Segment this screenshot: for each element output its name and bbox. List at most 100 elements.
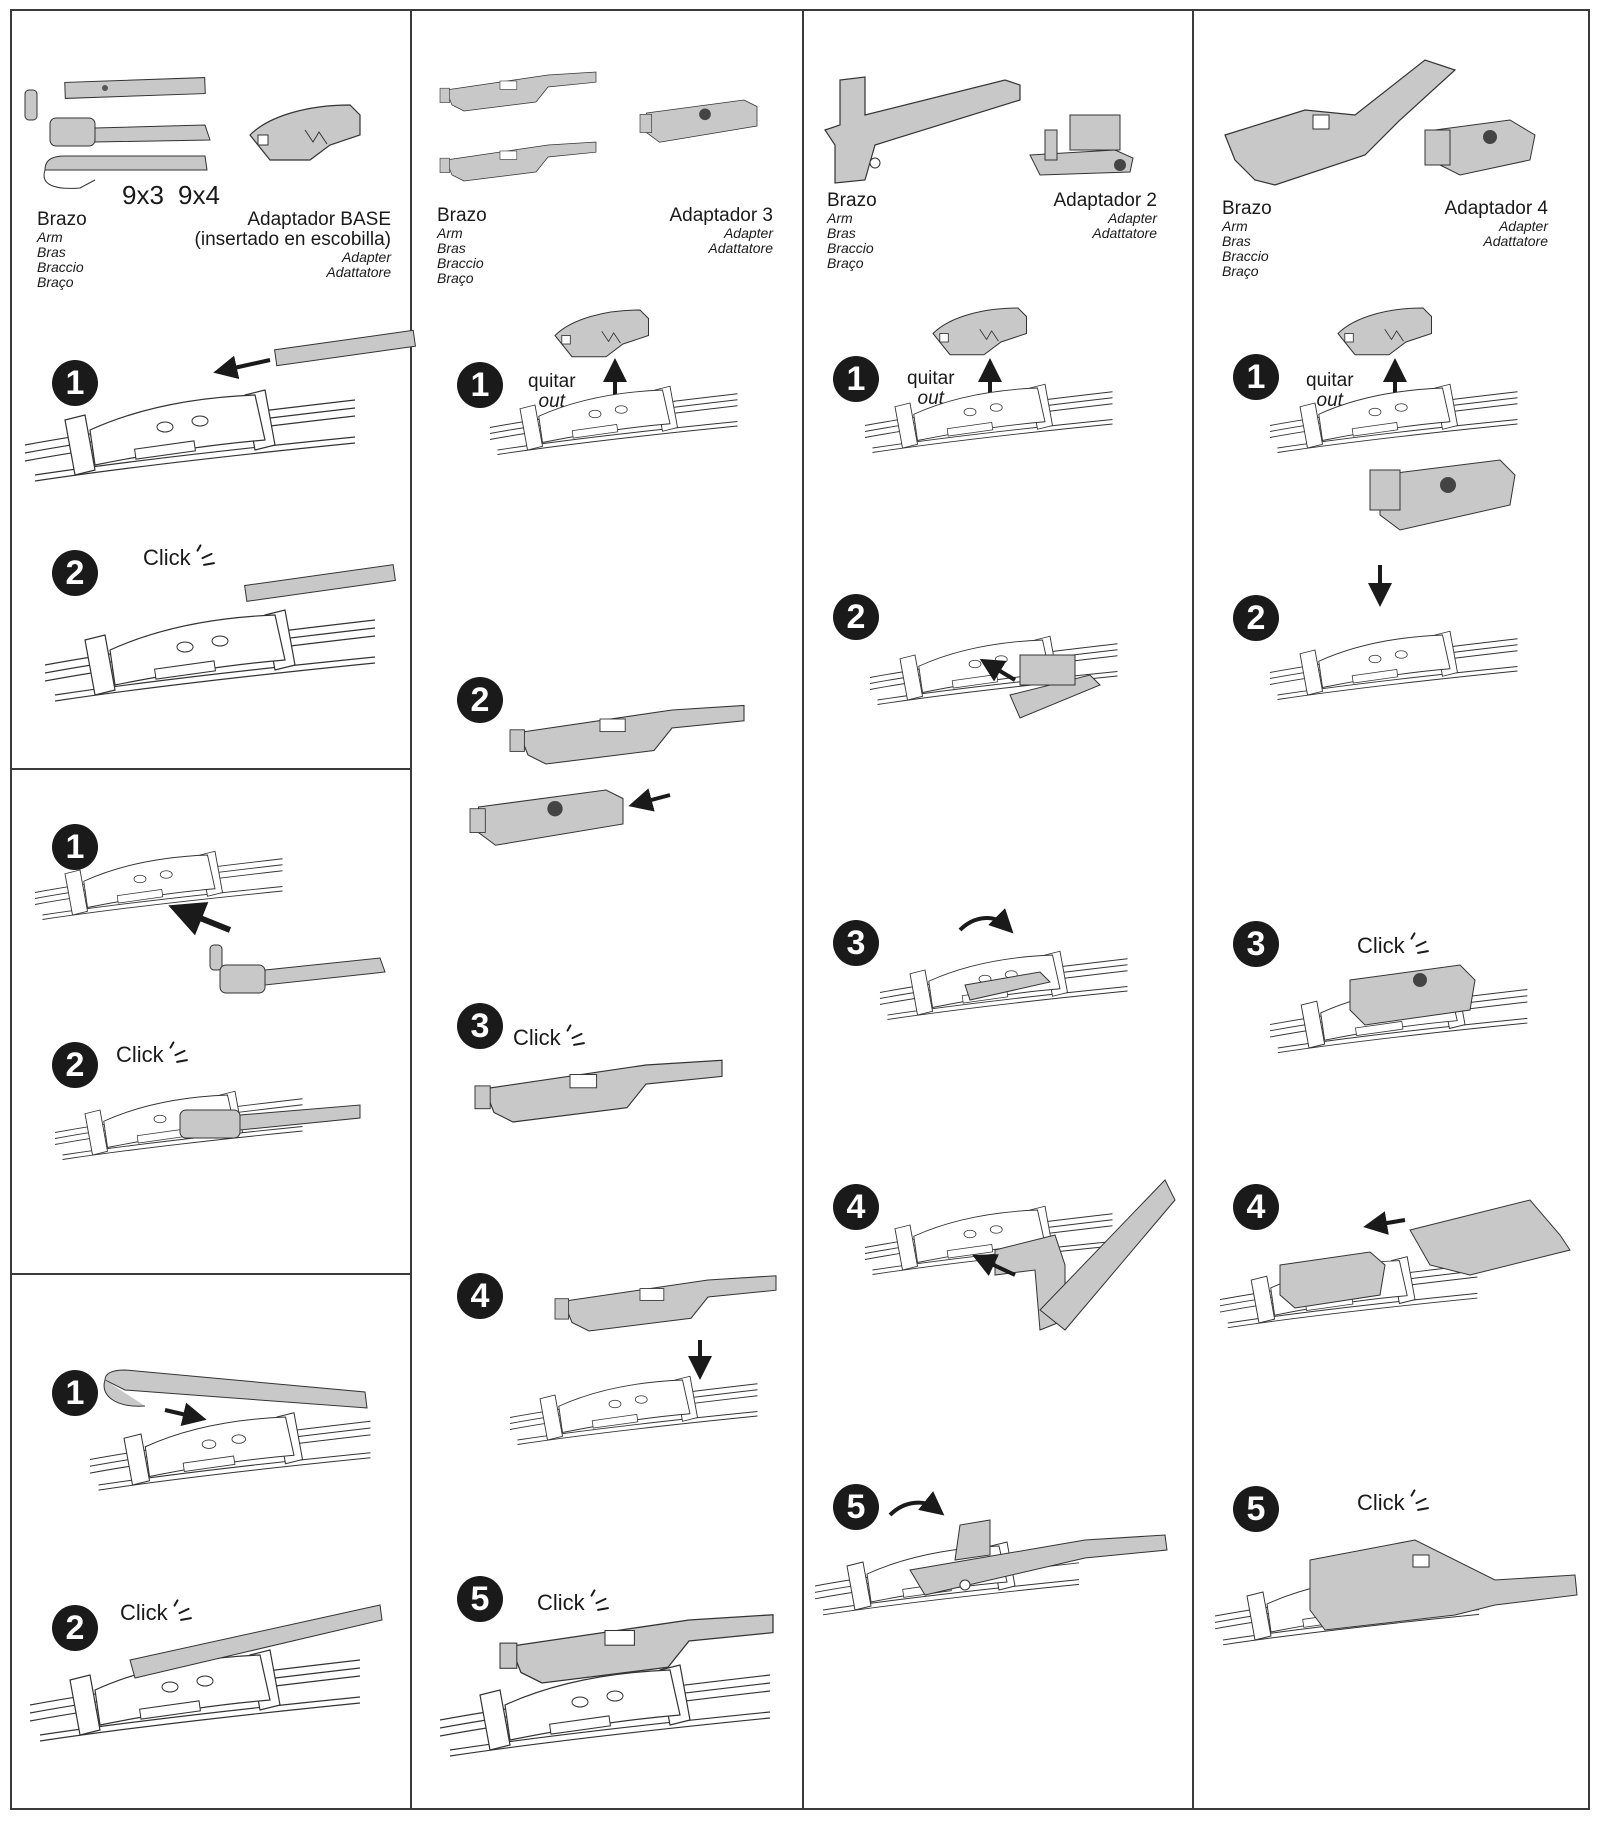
arm-label-fr: Bras xyxy=(827,225,856,241)
section-divider xyxy=(10,1273,411,1275)
adapter-4-illustration xyxy=(1424,119,1536,176)
adapter-label-en: Adapter xyxy=(723,225,773,241)
click-label: Click xyxy=(1357,1490,1405,1515)
click-sound-icon xyxy=(1409,1489,1435,1512)
step-illustration xyxy=(44,564,396,702)
step-illustration xyxy=(509,1275,777,1445)
remove-label-es: quitar xyxy=(1306,370,1354,391)
arm-label-it: Braccio xyxy=(37,259,84,275)
remove-label-en: out xyxy=(917,388,944,409)
adapter-label-it: Adattatore xyxy=(1092,225,1157,241)
step-illustration xyxy=(879,908,1128,1020)
step-illustration xyxy=(489,309,738,455)
arm-label-fr: Bras xyxy=(1222,233,1251,249)
arm-label-fr: Bras xyxy=(37,244,66,260)
click-label: Click xyxy=(143,545,191,570)
step-illustration xyxy=(864,307,1113,453)
step-illustration xyxy=(34,850,386,994)
adapter-label: Adaptador 3 xyxy=(669,205,773,226)
step-badge: 1 xyxy=(52,360,98,406)
step-illustration xyxy=(54,1090,361,1160)
adapter-label: Adaptador 2 xyxy=(1053,190,1157,211)
step-badge: 2 xyxy=(52,1042,98,1088)
step-illustration xyxy=(1269,307,1518,453)
step-illustration xyxy=(24,329,416,482)
arm-label-group: Brazo Arm Bras Braccio Braço xyxy=(37,210,87,290)
click-caption: Click xyxy=(116,1041,194,1068)
click-sound-icon xyxy=(589,1589,615,1612)
step-illustration xyxy=(439,1614,774,1757)
step-badge: 2 xyxy=(1233,595,1279,641)
section-divider xyxy=(10,768,411,770)
arm-label-it: Braccio xyxy=(827,240,874,256)
remove-label-en: out xyxy=(538,391,565,412)
adapter-2-illustration xyxy=(1029,114,1134,176)
remove-label-es: quitar xyxy=(907,368,955,389)
step-illustration xyxy=(1214,1539,1578,1646)
click-label: Click xyxy=(116,1042,164,1067)
click-label: Click xyxy=(120,1600,168,1625)
arm-label-pt: Braço xyxy=(37,274,74,290)
step-badge: 1 xyxy=(1233,354,1279,400)
step-badge: 5 xyxy=(1233,1486,1279,1532)
arm-label-group: Brazo Arm Bras Braccio Braço xyxy=(437,206,487,286)
adapter-base-illustration xyxy=(249,104,361,161)
click-caption: Click xyxy=(513,1024,591,1051)
step-badge: 4 xyxy=(833,1184,879,1230)
adapter-3-illustration xyxy=(639,99,758,143)
arm-illustration xyxy=(1224,59,1457,186)
arm-label-group: Brazo Arm Bras Braccio Braço xyxy=(1222,199,1272,279)
click-label: Click xyxy=(513,1025,561,1050)
step-illustration xyxy=(814,1491,1168,1616)
step-illustration xyxy=(1269,964,1528,1054)
arm-label-it: Braccio xyxy=(1222,248,1269,264)
arm-label: Brazo xyxy=(437,205,487,226)
adapter-label-it: Adattatore xyxy=(1483,233,1548,249)
step-badge: 1 xyxy=(833,356,879,402)
instruction-sheet-frame xyxy=(10,9,1590,1810)
click-label: Click xyxy=(537,1590,585,1615)
arm-label-en: Arm xyxy=(437,225,463,241)
arm-label-pt: Braço xyxy=(1222,263,1259,279)
step-illustration xyxy=(469,704,745,846)
step-badge: 3 xyxy=(1233,921,1279,967)
adapter-label-en: Adapter xyxy=(1107,210,1157,226)
column-divider xyxy=(1192,9,1194,1810)
arm-illustration xyxy=(439,71,597,182)
step-badge: 5 xyxy=(833,1484,879,1530)
arm-size-9x4: 9x4 xyxy=(178,180,220,210)
adapter-label-group: Adaptador 2 Adapter Adattatore xyxy=(960,191,1157,241)
step-badge: 4 xyxy=(1233,1184,1279,1230)
step-badge: 2 xyxy=(52,550,98,596)
adapter-label-it: Adattatore xyxy=(708,240,773,256)
arm-size-9x3: 9x3 xyxy=(122,180,164,210)
arm-label-en: Arm xyxy=(37,229,63,245)
arm-label-fr: Bras xyxy=(437,240,466,256)
step-illustration xyxy=(869,635,1118,719)
step-badge: 2 xyxy=(457,677,503,723)
arm-label-en: Arm xyxy=(827,210,853,226)
click-label: Click xyxy=(1357,933,1405,958)
remove-label-es: quitar xyxy=(528,371,576,392)
column-divider xyxy=(802,9,804,1810)
click-caption: Click xyxy=(537,1589,615,1616)
step-illustration xyxy=(1269,459,1518,700)
adapter-label: Adaptador 4 xyxy=(1444,198,1548,219)
arm-parts-illustration xyxy=(24,77,211,189)
arm-label-it: Braccio xyxy=(437,255,484,271)
arm-label-pt: Braço xyxy=(437,270,474,286)
click-caption: Click xyxy=(143,544,221,571)
arm-label-pt: Braço xyxy=(827,255,864,271)
step-badge: 2 xyxy=(52,1605,98,1651)
arm-label-en: Arm xyxy=(1222,218,1248,234)
step-illustration xyxy=(89,1369,372,1491)
step-badge: 3 xyxy=(833,920,879,966)
arm-label: Brazo xyxy=(1222,198,1272,219)
adapter-label: Adaptador BASE xyxy=(247,209,391,230)
adapter-label-group: Adaptador 3 Adapter Adattatore xyxy=(580,206,773,256)
adapter-label-en: Adapter xyxy=(1498,218,1548,234)
adapter-label-it: Adattatore xyxy=(326,264,391,280)
